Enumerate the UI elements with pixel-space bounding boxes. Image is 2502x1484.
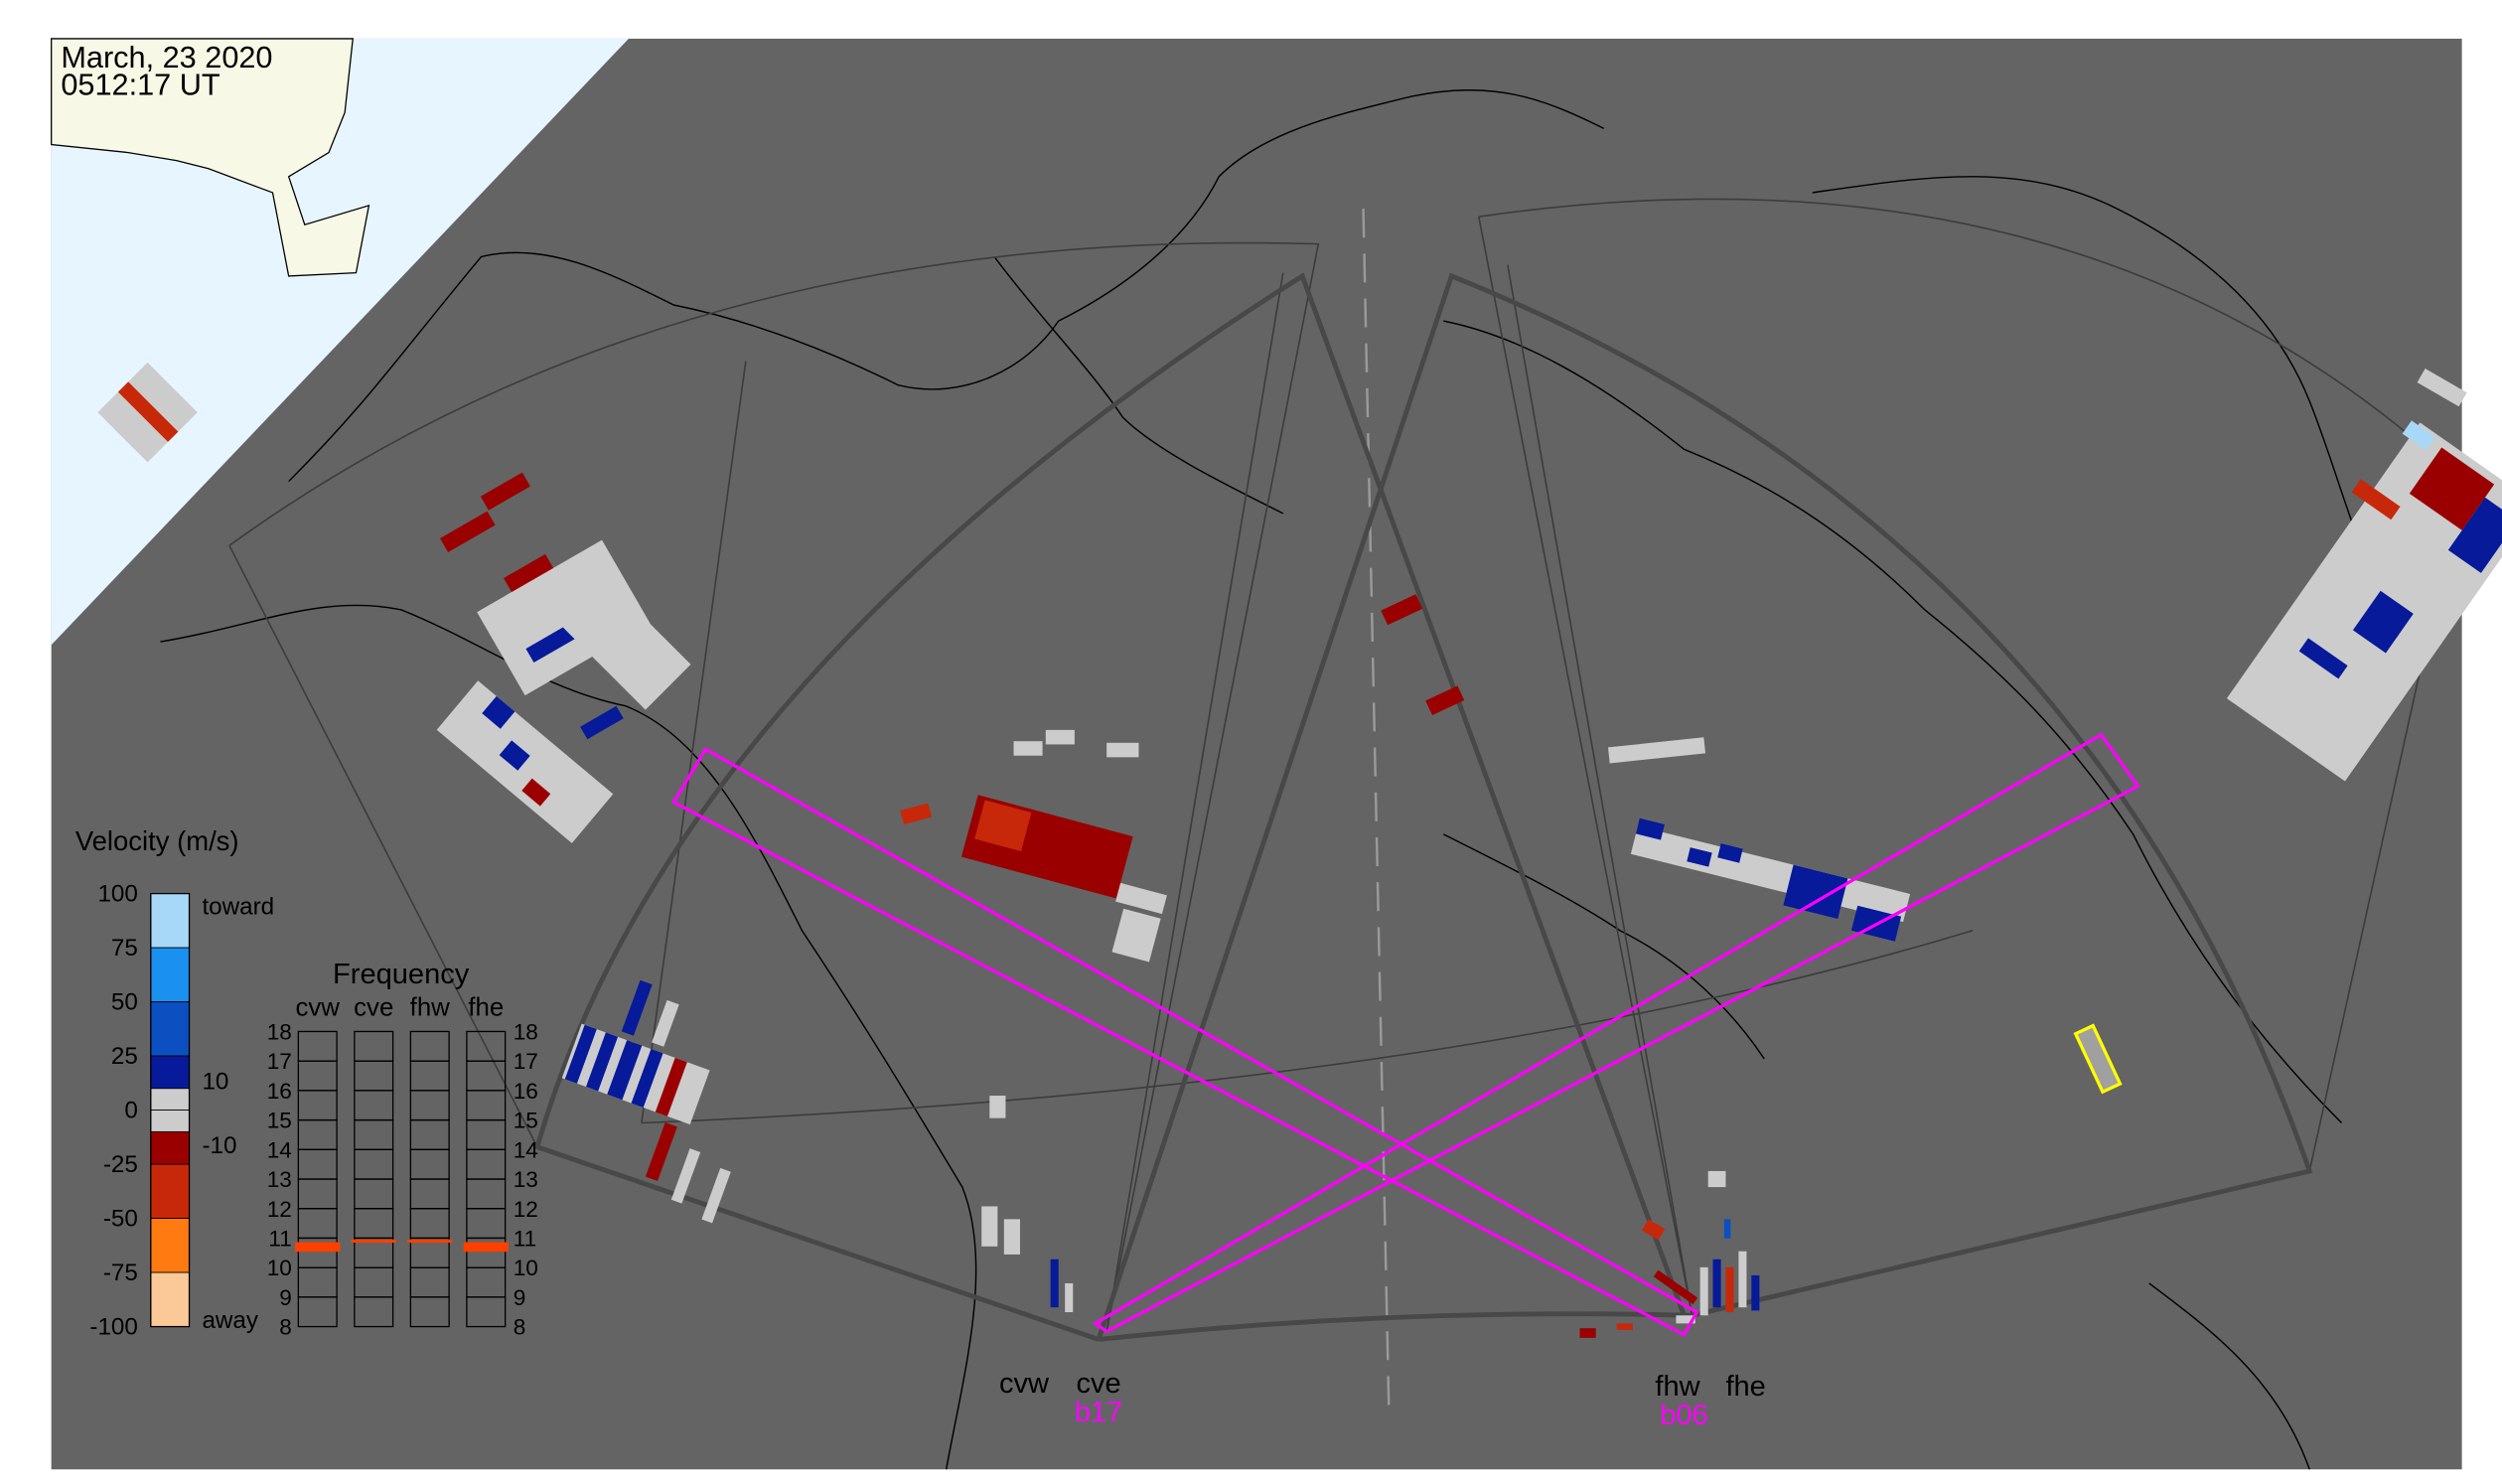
beam-label-cve: b17: [1075, 1397, 1122, 1428]
beam-b17-box: [670, 747, 1699, 1337]
colorbar-segment: [150, 1055, 190, 1090]
beam-boxes: [670, 732, 2140, 1337]
frequency-scale-left: 16: [267, 1079, 292, 1104]
frequency-scale-left: 17: [267, 1049, 292, 1074]
frequency-scale-right: 15: [514, 1109, 538, 1133]
fh-near-range-cells: [1653, 1251, 1760, 1324]
frequency-scale-right: 16: [514, 1079, 538, 1104]
tick-minus-10: -10: [202, 1132, 236, 1159]
daylight-ocean: [51, 38, 629, 646]
radar-label-cvw: cvw: [999, 1368, 1050, 1400]
velocity-legend: Velocity (m/s) 100 75 50 25 0 -25 -50 -75 -100 t…: [75, 825, 274, 1341]
frequency-scale-left: 8: [279, 1315, 292, 1340]
colorbar-segment: [150, 1001, 190, 1057]
coastlines: [160, 89, 2407, 1470]
frequency-scale-right: 13: [514, 1167, 538, 1192]
colorbar-tick: 50: [111, 989, 138, 1016]
colorbar-segment: [150, 1271, 190, 1327]
velocity-title: Velocity (m/s): [75, 825, 239, 856]
colorbar: [150, 893, 190, 1327]
colorbar-segment: [150, 1163, 190, 1219]
frequency-scale-left: 15: [267, 1109, 292, 1133]
colorbar-tick: 75: [111, 935, 138, 962]
date-label: March, 23 2020: [61, 40, 272, 74]
frequency-marker-cvw: [295, 1242, 341, 1253]
colorbar-tick: 0: [124, 1098, 137, 1124]
frequency-marker-fhe: [463, 1242, 509, 1253]
colorbar-segment: [150, 1110, 190, 1132]
beam-label-fhw: b06: [1660, 1400, 1707, 1431]
frequency-scale-right: 17: [514, 1049, 538, 1074]
away-label: away: [202, 1307, 258, 1334]
radar-label-fhw: fhw: [1655, 1371, 1700, 1403]
frequency-scale-left: 9: [279, 1285, 292, 1310]
frequency-scale-right: 9: [514, 1285, 526, 1310]
frequency-marker-fhw: [407, 1239, 453, 1244]
frequency-scale-left: 10: [267, 1256, 292, 1280]
daylight-land: [51, 38, 370, 277]
toward-label: toward: [202, 894, 274, 921]
frequency-scale-left: 14: [267, 1137, 292, 1162]
frequency-scale-right: 14: [514, 1137, 538, 1162]
beam-b06-box: [1092, 732, 2140, 1334]
radar-label-cve: cve: [1076, 1368, 1120, 1400]
frequency-scale-left: 12: [267, 1197, 292, 1222]
noon-meridian: [1362, 209, 1391, 1412]
frequency-marker-cve: [351, 1239, 396, 1244]
frequency-radar-cve: cve: [354, 993, 393, 1021]
frequency-radar-cvw: cvw: [295, 993, 340, 1021]
colorbar-segment: [150, 1130, 190, 1165]
colorbar-tick: 100: [97, 881, 137, 908]
colorbar-segment: [150, 893, 190, 949]
frequency-scale-right: 12: [514, 1197, 538, 1222]
frequency-scale-left: 13: [267, 1167, 292, 1192]
colorbar-segment: [150, 1088, 190, 1111]
frequency-scale-right: 10: [514, 1256, 538, 1280]
frequency-radar-fhw: fhw: [410, 993, 451, 1021]
colorbar-tick: -25: [103, 1151, 138, 1178]
colorbar-tick: -100: [89, 1314, 137, 1341]
frequency-scale-right: 8: [514, 1315, 526, 1340]
velocity-cells: [97, 362, 2502, 1338]
highlight-cell: [2073, 1023, 2123, 1095]
colorbar-tick: 25: [111, 1043, 138, 1070]
colorbar-segment: [150, 1218, 190, 1273]
fov-outlines-thick: [533, 272, 2313, 1342]
colorbar-tick: -50: [103, 1206, 138, 1233]
radar-label-fhe: fhe: [1725, 1371, 1765, 1403]
frequency-scale-left: 11: [268, 1227, 291, 1252]
tick-10: 10: [202, 1069, 228, 1096]
colorbar-segment: [150, 947, 190, 1002]
frequency-scale-right: 18: [514, 1020, 538, 1045]
frequency-scale-left: 18: [267, 1020, 292, 1045]
time-label: 0512:17 UT: [61, 67, 221, 101]
colorbar-tick: -75: [103, 1260, 138, 1286]
fov-outlines-thin: [228, 198, 2463, 1332]
frequency-title: Frequency: [333, 959, 470, 990]
frequency-radar-fhe: fhe: [468, 993, 504, 1021]
frequency-scale-right: 11: [514, 1227, 536, 1252]
